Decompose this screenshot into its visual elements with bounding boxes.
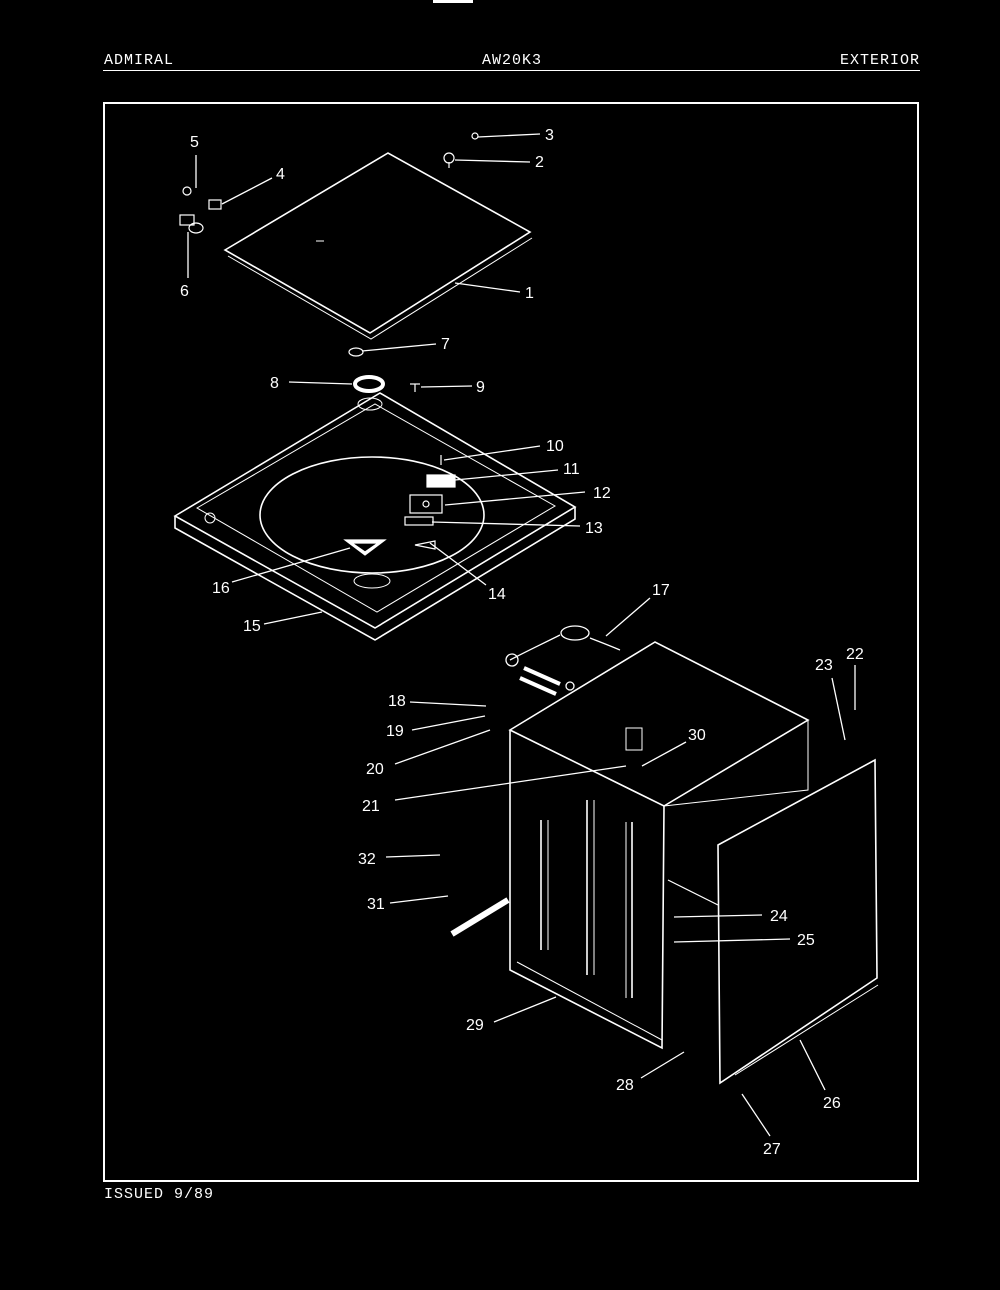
- callout-32: 32: [358, 851, 376, 868]
- diagram-frame: [103, 102, 919, 1182]
- callout-8: 8: [270, 375, 279, 392]
- callout-26: 26: [823, 1095, 841, 1112]
- callout-30: 30: [688, 727, 706, 744]
- callout-14: 14: [488, 586, 506, 603]
- callout-2: 2: [535, 154, 544, 171]
- support-rod: [450, 897, 510, 937]
- section-label: EXTERIOR: [840, 52, 921, 69]
- callout-19: 19: [386, 723, 404, 740]
- water-valve: [505, 625, 621, 696]
- callout-3: 3: [545, 127, 554, 144]
- issued-date: ISSUED 9/89: [104, 1186, 215, 1203]
- callout-23: 23: [815, 657, 833, 674]
- callout-15: 15: [243, 618, 261, 635]
- callout-20: 20: [366, 761, 384, 778]
- callout-11: 11: [563, 461, 580, 478]
- callout-27: 27: [763, 1141, 781, 1158]
- callout-1: 1: [525, 285, 534, 302]
- leader-lines: [187, 133, 856, 1137]
- callout-29: 29: [466, 1017, 484, 1034]
- callout-16: 16: [212, 580, 230, 597]
- callout-7: 7: [441, 336, 450, 353]
- top-cover: [173, 392, 577, 641]
- callout-21: 21: [362, 798, 380, 815]
- callout-12: 12: [593, 485, 611, 502]
- callout-24: 24: [770, 908, 788, 925]
- lid: [223, 152, 533, 340]
- callout-31: 31: [367, 896, 385, 913]
- callout-18: 18: [388, 693, 406, 710]
- callout-28: 28: [616, 1077, 634, 1094]
- callout-5: 5: [190, 134, 199, 151]
- rear-panel: [717, 758, 879, 1085]
- callout-13: 13: [585, 520, 603, 537]
- callout-25: 25: [797, 932, 815, 949]
- screw-9: [410, 383, 420, 392]
- model-label: AW20K3: [482, 52, 543, 69]
- header-rule: [103, 70, 920, 71]
- cabinet: [508, 641, 810, 1050]
- callout-17: 17: [652, 582, 670, 599]
- top-cover-hardware: [343, 455, 456, 556]
- top-mark: [433, 0, 473, 3]
- callout-9: 9: [476, 379, 485, 396]
- brand-label: ADMIRAL: [104, 52, 175, 69]
- callout-22: 22: [846, 646, 864, 663]
- lid-hinge-parts: [179, 132, 479, 357]
- callout-10: 10: [546, 438, 564, 455]
- callout-labels: 1 2 3 4 5 6 7 8 9 10 11 12 13 14 15 16 1…: [180, 127, 864, 1158]
- callout-4: 4: [276, 166, 285, 183]
- cabinet-edge: [667, 879, 719, 906]
- gasket-ring: [353, 375, 385, 393]
- callout-6: 6: [180, 283, 189, 300]
